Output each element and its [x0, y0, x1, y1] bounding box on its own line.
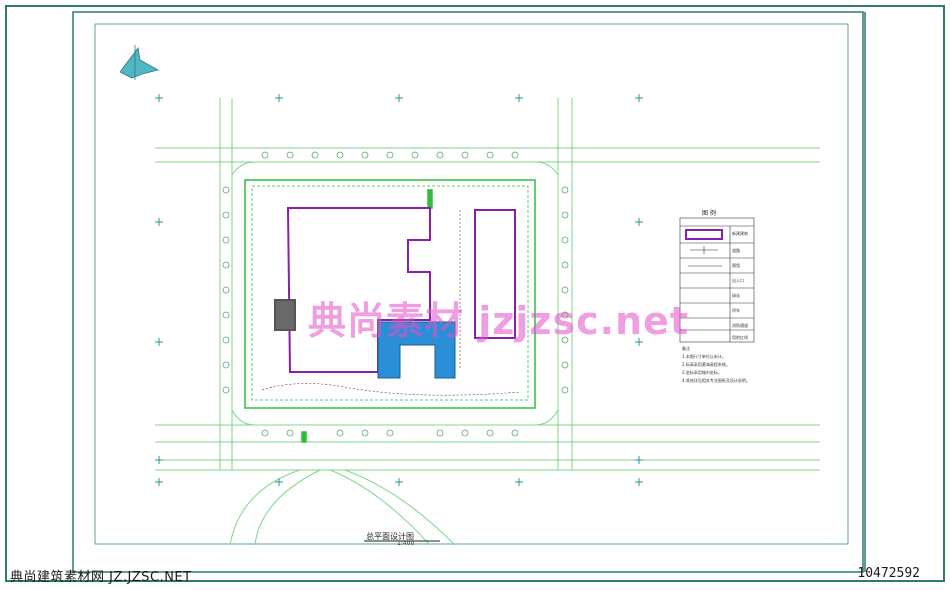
design-notes: 备注 1.本图尺寸单位以米计。 2.标高采用黄海高程系统。 3.坐标采用城市坐标… [682, 345, 750, 385]
legend-item: 出入口 [732, 278, 744, 283]
outer-frame [5, 5, 945, 582]
footer-site-name: 典尚建筑素材网 JZ.JZSC.NET [10, 570, 192, 585]
grid-cross-icon [155, 94, 643, 486]
note-line: 2.标高采用黄海高程系统。 [682, 362, 730, 367]
tree-icon [222, 151, 569, 437]
legend-item: 停车 [732, 308, 740, 313]
watermark: 典尚素材 jzjzsc.net [308, 299, 690, 343]
legend-title: 图 例 [702, 210, 716, 217]
legend-item: 新建建筑 [732, 231, 748, 236]
note-line: 3.坐标采用城市坐标。 [682, 370, 722, 375]
legend-item: 道路 [732, 248, 740, 253]
internal-paths [261, 210, 521, 396]
drawing-scale: 1:400 [397, 540, 415, 547]
note-line: 1.本图尺寸单位以米计。 [682, 354, 726, 359]
legend-item: 绿化 [732, 293, 740, 298]
legend-item: 围墙 [732, 263, 740, 268]
note-line: 4.其他详见相关专业图纸及设计说明。 [682, 378, 750, 383]
footer-id: 10472592 [857, 566, 920, 581]
roads [155, 98, 820, 546]
legend-box [679, 217, 755, 343]
buildings [274, 207, 516, 373]
note-line: 备注 [682, 346, 690, 351]
legend-item: 用地红线 [732, 335, 748, 340]
water-feature [377, 321, 456, 379]
drawing-title: 总平面设计图 [366, 532, 414, 541]
north-arrow-icon [119, 45, 160, 80]
drawing-area-border [94, 23, 849, 545]
legend-item: 消防通道 [732, 323, 748, 328]
inner-frame [72, 11, 864, 573]
